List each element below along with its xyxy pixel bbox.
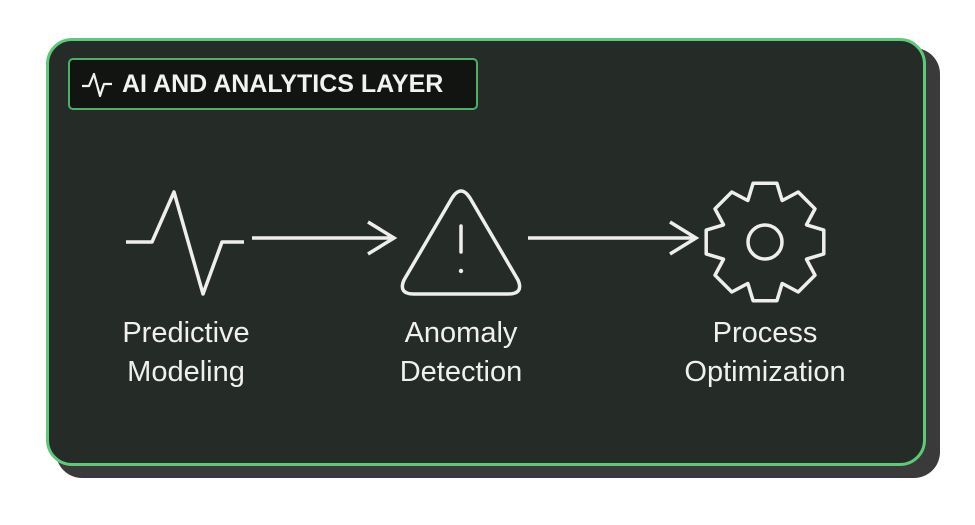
gear-icon xyxy=(704,181,826,303)
pulse-icon xyxy=(126,190,244,296)
step-label-line2: Detection xyxy=(399,356,523,388)
layer-title: AI AND ANALYTICS LAYER xyxy=(122,69,444,98)
warning-triangle-icon xyxy=(400,189,522,296)
step-label-line1: Process xyxy=(712,317,818,349)
gear-outline xyxy=(704,181,826,303)
arrow-icon xyxy=(528,220,700,256)
layer-title-badge: AI AND ANALYTICS LAYER xyxy=(68,58,478,110)
step-label-line2: Modeling xyxy=(127,356,245,388)
step-label-line2: Optimization xyxy=(684,356,846,388)
arrow-icon xyxy=(252,220,398,256)
step-label-line1: Anomaly xyxy=(404,317,518,349)
pulse-icon xyxy=(82,72,112,98)
step-label-line1: Predictive xyxy=(122,317,250,349)
